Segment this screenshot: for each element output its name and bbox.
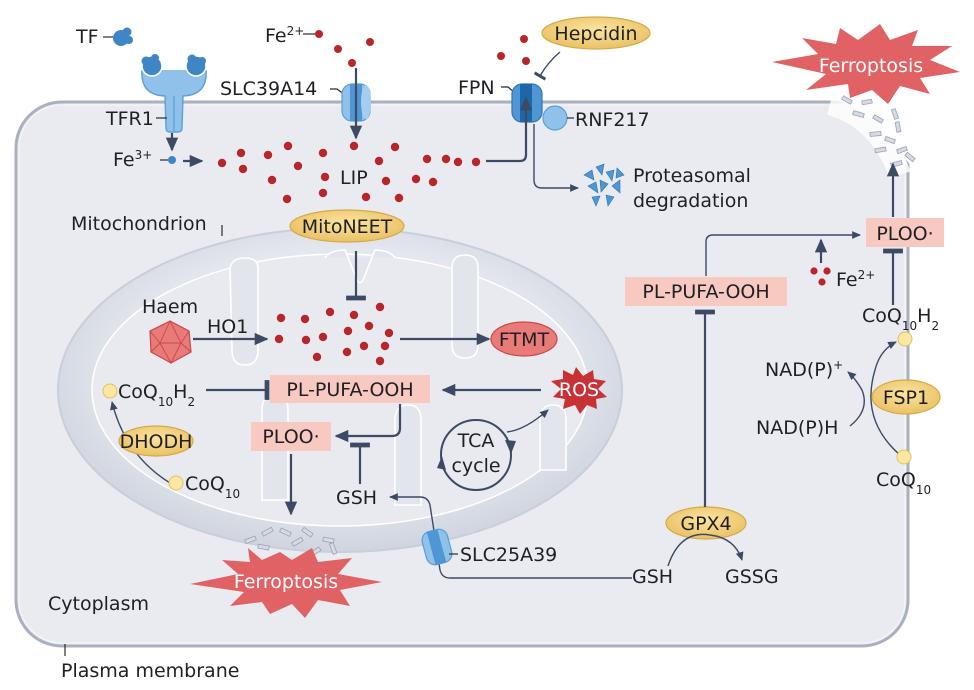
gssg-label: GSSG (725, 566, 779, 588)
gsh-cyto-label: GSH (632, 566, 673, 588)
fe2-cyto-label: Fe2+ (836, 268, 875, 291)
haem-label: Haem (142, 296, 198, 318)
dhodh-protein (118, 425, 194, 457)
fpn-label: FPN (458, 77, 495, 99)
proteasomal-label-1: Proteasomal (633, 165, 751, 187)
ros-burst-icon (551, 367, 607, 414)
rnf217-icon (542, 105, 568, 131)
slc25a39-label: SLC25A39 (460, 544, 557, 566)
coq10-cyto-icon (896, 449, 912, 465)
mitoneet-label: MitoNEET (302, 216, 393, 238)
nadph-label: NAD(P)H (756, 417, 838, 439)
ros-label: ROS (559, 379, 599, 401)
fe3-ion (168, 156, 176, 164)
pl-pufa-ooh-cyto-box (625, 277, 787, 306)
fe3-label: Fe3+ (113, 148, 152, 171)
ploo-mito-label: PLOO· (262, 426, 319, 448)
tf-label: TF (75, 26, 99, 48)
tfr1-receptor-icon (141, 54, 207, 133)
coq10h2-cyto-label: CoQ10H2 (862, 305, 939, 333)
ploo-mito-box (251, 422, 331, 451)
hepcidin-label: Hepcidin (554, 23, 637, 45)
pl-pufa-ooh-mito-box (270, 375, 430, 403)
coq10-mito-label: CoQ10 (185, 473, 240, 501)
ferroptosis-mito-label: Ferroptosis (234, 571, 338, 593)
pl-pufa-ooh-mito-label: PL-PUFA-OOH (286, 379, 413, 401)
cytosolic-fe2-dots (810, 267, 831, 286)
mitochondrion-label: Mitochondrion (71, 213, 207, 235)
fsp1-label: FSP1 (883, 387, 929, 409)
ftmt-label: FTMT (499, 329, 550, 351)
plasma-membrane-label: Plasma membrane (61, 660, 239, 682)
coq10-mito-icon (168, 475, 184, 491)
ferroptosis-mito-burst (190, 548, 382, 618)
dhodh-label: DHODH (120, 431, 193, 453)
rnf217-label: RNF217 (575, 109, 650, 131)
tfr1-label: TFR1 (105, 108, 154, 130)
membrane-fragments-cell (841, 95, 916, 168)
coq10-cyto-label: CoQ10 (876, 469, 931, 497)
mitoneet-protein (289, 209, 405, 243)
extracellular-iron-dots (315, 30, 530, 67)
cytoplasm-label: Cytoplasm (48, 593, 149, 615)
ploo-cyto-label: PLOO· (876, 223, 933, 245)
slc39a14-label: SLC39A14 (220, 78, 317, 100)
nadp-plus-label: NAD(P)+ (765, 358, 843, 381)
gsh-mito-label: GSH (336, 487, 377, 509)
fe2-extracellular-label: Fe2+ (265, 24, 304, 47)
hepcidin-protein (541, 16, 651, 50)
proteasomal-fragments-icon (583, 163, 625, 207)
mitochondrial-iron-dots (274, 302, 394, 366)
coq10h2-mito-icon (102, 383, 118, 399)
ftmt-protein (490, 321, 558, 357)
tca-label-1: TCA (457, 430, 495, 452)
ho1-label: HO1 (207, 316, 248, 338)
haem-icon (149, 319, 192, 364)
ferroptosis-cell-label: Ferroptosis (819, 55, 923, 77)
fsp1-protein (871, 379, 941, 415)
ploo-cyto-box (866, 218, 944, 247)
ferroptosis-cell-burst (772, 24, 960, 104)
tca-label-2: cycle (451, 455, 500, 477)
labile-iron-pool-dots (217, 141, 481, 204)
tca-cycle: TCA cycle (437, 419, 516, 491)
gpx4-label: GPX4 (680, 513, 731, 535)
lip-label: LIP (340, 167, 368, 189)
slc25a39-transporter-icon (421, 528, 453, 566)
coq10h2-mito-label: CoQ10H2 (118, 381, 195, 409)
coq10h2-cyto-icon (897, 331, 913, 347)
transferrin-icon (113, 27, 133, 46)
proteasomal-label-2: degradation (633, 190, 748, 212)
pl-pufa-ooh-cyto-label: PL-PUFA-OOH (642, 281, 769, 303)
